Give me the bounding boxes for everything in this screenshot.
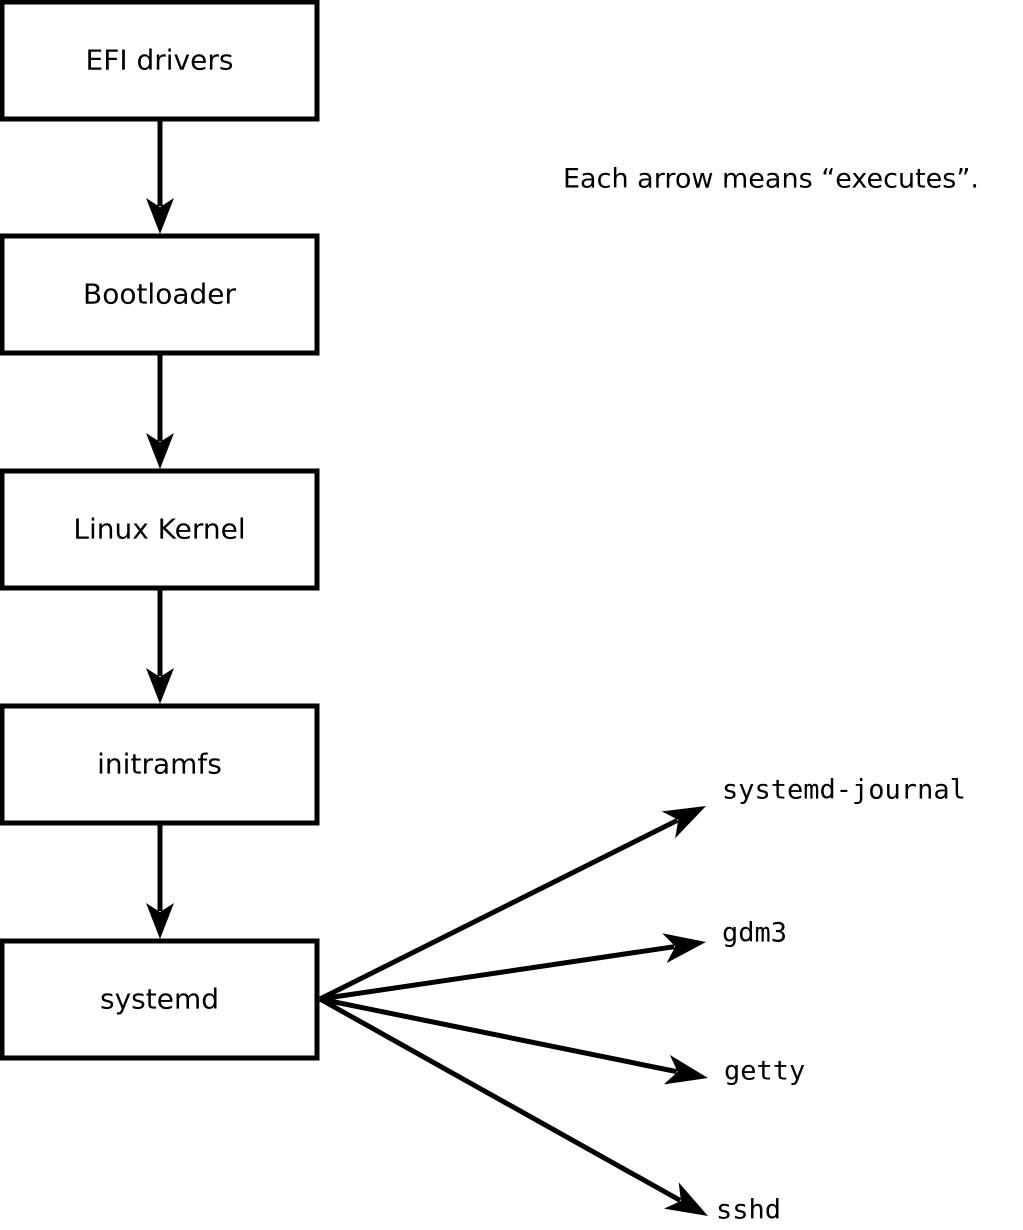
node-bootloader[interactable]: Bootloader: [0, 233, 320, 356]
arrow-head-icon: [146, 903, 174, 939]
node-label: initramfs: [97, 748, 222, 781]
node-box[interactable]: [0, 0, 320, 122]
fan-arrow-systemd-journal: [318, 806, 706, 1002]
fan-line: [319, 944, 675, 1002]
arrow-head-icon: [661, 806, 706, 839]
node-box[interactable]: [0, 938, 320, 1061]
node-box[interactable]: [0, 703, 320, 826]
fan-line: [318, 996, 682, 1203]
node-box[interactable]: [0, 468, 320, 591]
node-systemd[interactable]: systemd: [0, 938, 320, 1061]
vertical-arrow-efi-to-bootloader: [146, 119, 174, 234]
node-label: Linux Kernel: [73, 513, 245, 546]
leaf-label-gdm3: gdm3: [722, 918, 787, 949]
node-label: Bootloader: [83, 278, 237, 311]
fan-arrow-sshd: [318, 996, 708, 1216]
fan-line: [318, 818, 679, 1002]
leaf-label-sshd: sshd: [716, 1195, 781, 1226]
arrow-head-icon: [662, 933, 706, 963]
arrow-head-icon: [664, 1182, 708, 1216]
vertical-arrow-initramfs-to-systemd: [146, 823, 174, 939]
leaf-label-getty: getty: [724, 1056, 805, 1087]
node-label: systemd: [100, 983, 219, 1016]
node-box[interactable]: [0, 233, 320, 356]
arrow-head-icon: [146, 668, 174, 704]
node-linux-kernel[interactable]: Linux Kernel: [0, 468, 320, 591]
arrow-head-icon: [146, 433, 174, 469]
leaf-label-systemd-journal: systemd-journal: [722, 775, 966, 806]
arrow-head-icon: [663, 1054, 708, 1085]
fan-arrow-gdm3: [319, 933, 706, 1002]
legend-note: Each arrow means “executes”.: [563, 164, 979, 195]
vertical-arrow-bootloader-to-kernel: [146, 353, 174, 469]
arrow-head-icon: [146, 198, 174, 234]
fan-arrow-getty: [319, 996, 708, 1085]
node-efi-drivers[interactable]: EFI drivers: [0, 0, 320, 122]
node-label: EFI drivers: [86, 44, 234, 77]
fan-line: [319, 996, 678, 1075]
node-initramfs[interactable]: initramfs: [0, 703, 320, 826]
vertical-arrow-kernel-to-initramfs: [146, 588, 174, 704]
